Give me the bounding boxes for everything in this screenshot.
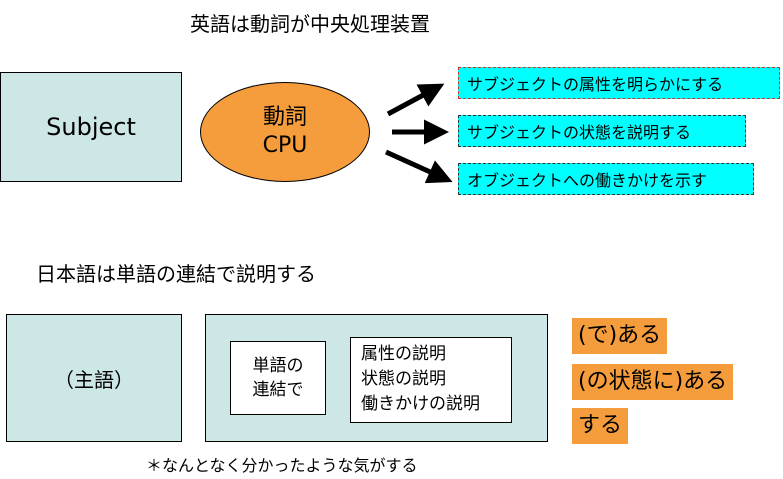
ending-aru: (で)ある — [572, 318, 668, 354]
ending-suru: する — [572, 408, 629, 444]
japanese-heading: 日本語は単語の連結で説明する — [36, 262, 316, 286]
role-state: サブジェクトの状態を説明する — [458, 115, 746, 147]
subject-box: Subject — [0, 72, 182, 182]
verb-cpu-ellipse: 動詞 CPU — [200, 82, 370, 182]
footnote: ＊なんとなく分かったような気がする — [146, 456, 418, 475]
description-action: 働きかけの説明 — [361, 394, 480, 414]
cpu-label: CPU — [262, 133, 308, 158]
connector-line-1: 単語の — [252, 356, 304, 376]
description-state: 状態の説明 — [361, 369, 446, 389]
connector-box: 単語の 連結で — [230, 341, 326, 415]
japanese-subject-box: （主語） — [6, 314, 182, 442]
english-heading: 英語は動詞が中央処理装置 — [190, 12, 430, 36]
japanese-subject-label: （主語） — [54, 367, 134, 392]
role-action: オブジェクトへの働きかけを示す — [458, 163, 754, 195]
description-attribute: 属性の説明 — [361, 344, 446, 364]
verb-label: 動詞 — [262, 105, 307, 130]
ending-state-aru: (の状態に)ある — [572, 364, 734, 400]
arrow-to-action — [384, 149, 453, 184]
role-attribute: サブジェクトの属性を明らかにする — [458, 67, 780, 99]
predicate-box: 単語の 連結で 属性の説明 状態の説明 働きかけの説明 — [205, 314, 548, 442]
descriptions-box: 属性の説明 状態の説明 働きかけの説明 — [350, 337, 512, 423]
connector-line-2: 連結で — [252, 380, 304, 400]
subject-label: Subject — [46, 113, 136, 141]
arrow-to-attribute — [386, 83, 445, 117]
